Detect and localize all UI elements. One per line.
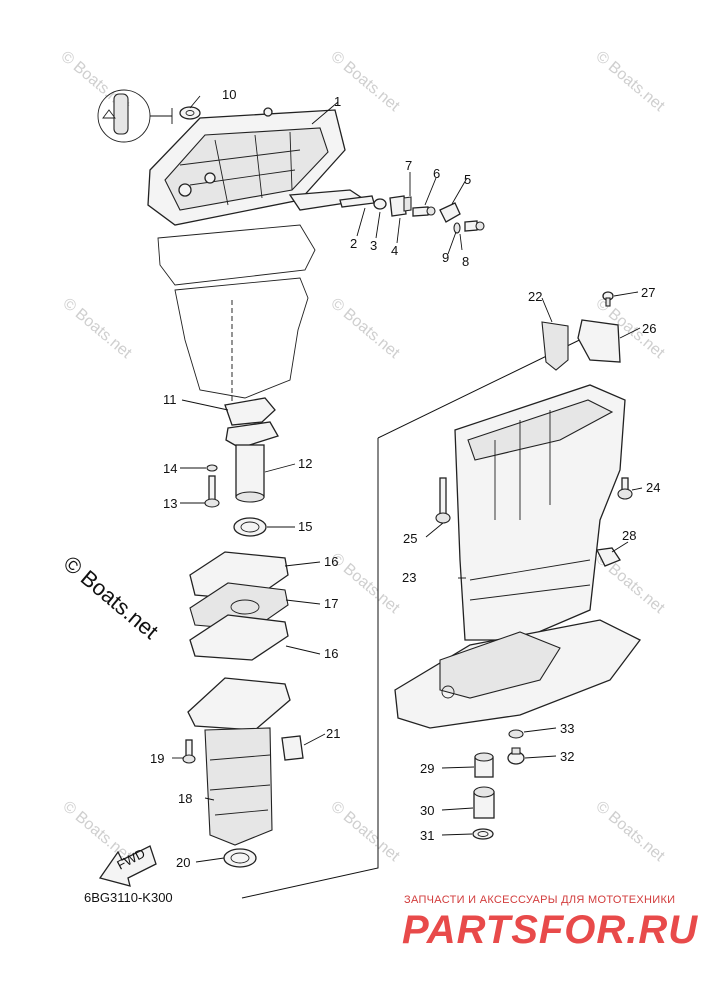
callout-3: 3 [370, 238, 377, 253]
callout-10: 10 [222, 87, 236, 102]
callout-12: 12 [298, 456, 312, 471]
leader-lines [172, 95, 643, 863]
cover-part-22 [541, 321, 569, 371]
side-watermark: © Boats.net [59, 551, 163, 644]
watermark: © Boats.net [327, 798, 403, 865]
watermark: © Boats.net [327, 550, 403, 617]
callout-19: 19 [150, 751, 164, 766]
callout-24: 24 [646, 480, 660, 495]
callout-5: 5 [464, 172, 471, 187]
bushing-part-30 [473, 786, 495, 819]
forward-direction-arrow: FWD [98, 845, 157, 887]
watermark: © Boats.net [327, 295, 403, 362]
callout-32: 32 [560, 749, 574, 764]
washer-part-9 [453, 222, 461, 234]
watermark: © Boats.net [592, 48, 668, 115]
grommet-part-20 [223, 848, 257, 868]
plate-part-17 [189, 582, 289, 631]
bushing-part-3 [373, 198, 387, 210]
clip-part-7 [403, 196, 412, 212]
seal-part-15 [233, 517, 267, 537]
bracket-part-4 [389, 195, 407, 217]
collar-part-29 [474, 752, 494, 778]
callout-16-top: 16 [324, 554, 338, 569]
bolt-part-24 [617, 477, 633, 500]
lever-part-5 [439, 202, 461, 223]
callout-25: 25 [403, 531, 417, 546]
callout-6: 6 [433, 166, 440, 181]
callout-7: 7 [405, 158, 412, 173]
upper-casing-part-1 [147, 107, 367, 226]
gasket-part-11 [224, 397, 276, 426]
footer-logo[interactable]: PARTSFOR.RU [402, 908, 699, 952]
callout-21: 21 [326, 726, 340, 741]
callout-14: 14 [163, 461, 177, 476]
rubber-part-21 [281, 735, 304, 761]
callout-20: 20 [176, 855, 190, 870]
washer-part-14 [206, 464, 218, 472]
ring-part-31 [472, 828, 494, 840]
callout-18: 18 [178, 791, 192, 806]
callout-9: 9 [442, 250, 449, 265]
diagram-code: 6BG3110-K300 [84, 890, 173, 905]
gasket-part-16-bottom [189, 614, 289, 661]
callout-29: 29 [420, 761, 434, 776]
watermark: © Boats.net [592, 798, 668, 865]
exhaust-guide-part-12 [225, 421, 279, 503]
callout-17: 17 [324, 596, 338, 611]
lubricant-icon [97, 89, 173, 143]
washer-part-10 [179, 106, 201, 120]
grommet-part-28 [596, 547, 621, 567]
callout-11: 11 [163, 392, 177, 407]
callout-16-bottom: 16 [324, 646, 338, 661]
silencer-part-18 [187, 677, 291, 846]
callout-labels: 1 2 3 4 5 6 7 8 9 10 11 12 13 14 15 16 1… [150, 87, 660, 870]
callout-27: 27 [641, 285, 655, 300]
callout-8: 8 [462, 254, 469, 269]
bolt-part-8 [464, 220, 485, 232]
callout-13: 13 [163, 496, 177, 511]
callout-2: 2 [350, 236, 357, 251]
gasket-part-33 [508, 729, 524, 739]
callout-33: 33 [560, 721, 574, 736]
lower-casing-part-23 [394, 384, 641, 729]
screw-part-27 [602, 291, 614, 307]
callout-4: 4 [391, 243, 398, 258]
callout-28: 28 [622, 528, 636, 543]
callout-22: 22 [528, 289, 542, 304]
footer-tagline: ЗАПЧАСТИ И АКСЕССУАРЫ ДЛЯ МОТОТЕХНИКИ [404, 894, 676, 906]
callout-1: 1 [334, 94, 341, 109]
callout-23: 23 [402, 570, 416, 585]
upper-gasket-outline [157, 224, 316, 410]
callout-15: 15 [298, 519, 312, 534]
plate-part-26 [577, 319, 621, 363]
plug-part-32 [507, 747, 525, 765]
callout-26: 26 [642, 321, 656, 336]
callout-30: 30 [420, 803, 434, 818]
bolt-part-6 [412, 206, 436, 217]
bolt-part-19 [182, 739, 196, 764]
watermark: © Boats.net [59, 295, 135, 362]
bolt-part-25 [435, 477, 451, 524]
callout-31: 31 [420, 828, 434, 843]
bolt-part-13 [204, 475, 220, 508]
